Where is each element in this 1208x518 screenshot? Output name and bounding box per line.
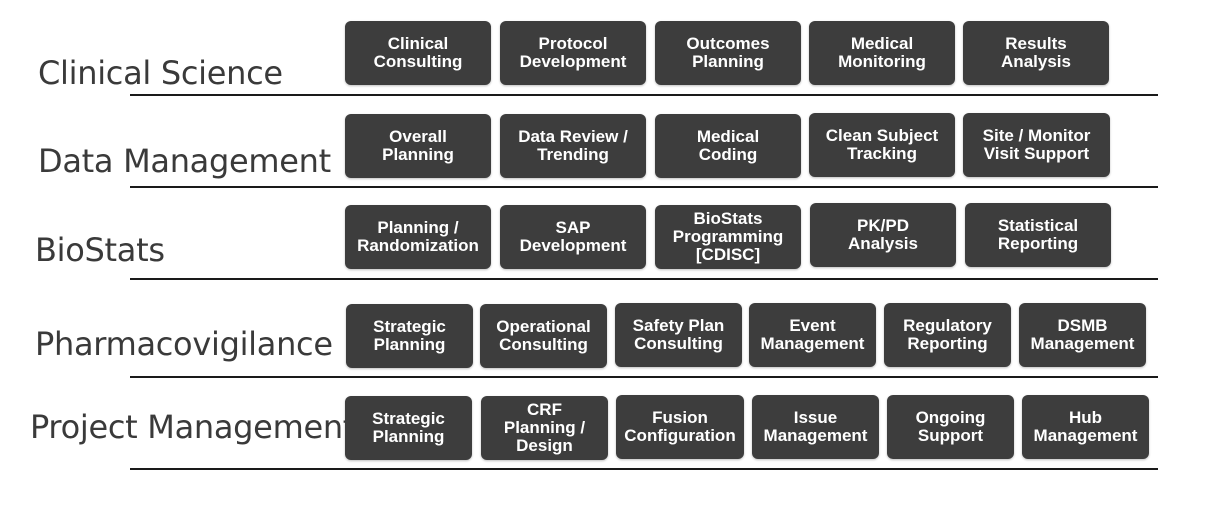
box-protocol-development[interactable]: Protocol Development (500, 21, 646, 85)
row-divider (130, 376, 1158, 378)
box-clean-subject-tracking[interactable]: Clean Subject Tracking (809, 113, 955, 177)
box-operational-consulting[interactable]: Operational Consulting (480, 304, 607, 368)
box-event-management[interactable]: Event Management (749, 303, 876, 367)
row-divider (130, 468, 1158, 470)
box-medical-monitoring[interactable]: Medical Monitoring (809, 21, 955, 85)
row-label-clinical-science: Clinical Science (38, 54, 283, 92)
box-regulatory-reporting[interactable]: Regulatory Reporting (884, 303, 1011, 367)
row-label-biostats: BioStats (35, 231, 165, 269)
box-strategic-planning-pv[interactable]: Strategic Planning (346, 304, 473, 368)
row-label-pharmacovigilance: Pharmacovigilance (35, 325, 333, 363)
row-label-data-management: Data Management (38, 142, 331, 180)
row-divider (130, 94, 1158, 96)
box-medical-coding[interactable]: Medical Coding (655, 114, 801, 178)
row-divider (130, 186, 1158, 188)
box-fusion-configuration[interactable]: Fusion Configuration (616, 395, 744, 459)
box-crf-planning-design[interactable]: CRF Planning / Design (481, 396, 608, 460)
box-results-analysis[interactable]: Results Analysis (963, 21, 1109, 85)
row-label-project-management: Project Management (30, 408, 356, 446)
box-biostats-programming-cdisc[interactable]: BioStats Programming [CDISC] (655, 205, 801, 269)
box-outcomes-planning[interactable]: Outcomes Planning (655, 21, 801, 85)
box-safety-plan-consulting[interactable]: Safety Plan Consulting (615, 303, 742, 367)
box-sap-development[interactable]: SAP Development (500, 205, 646, 269)
box-statistical-reporting[interactable]: Statistical Reporting (965, 203, 1111, 267)
box-pkpd-analysis[interactable]: PK/PD Analysis (810, 203, 956, 267)
box-strategic-planning-pm[interactable]: Strategic Planning (345, 396, 472, 460)
box-clinical-consulting[interactable]: Clinical Consulting (345, 21, 491, 85)
box-ongoing-support[interactable]: Ongoing Support (887, 395, 1014, 459)
box-dsmb-management[interactable]: DSMB Management (1019, 303, 1146, 367)
box-hub-management[interactable]: Hub Management (1022, 395, 1149, 459)
box-planning-randomization[interactable]: Planning / Randomization (345, 205, 491, 269)
row-divider (130, 278, 1158, 280)
box-issue-management[interactable]: Issue Management (752, 395, 879, 459)
box-site-monitor-visit-support[interactable]: Site / Monitor Visit Support (963, 113, 1110, 177)
box-overall-planning[interactable]: Overall Planning (345, 114, 491, 178)
box-data-review-trending[interactable]: Data Review / Trending (500, 114, 646, 178)
